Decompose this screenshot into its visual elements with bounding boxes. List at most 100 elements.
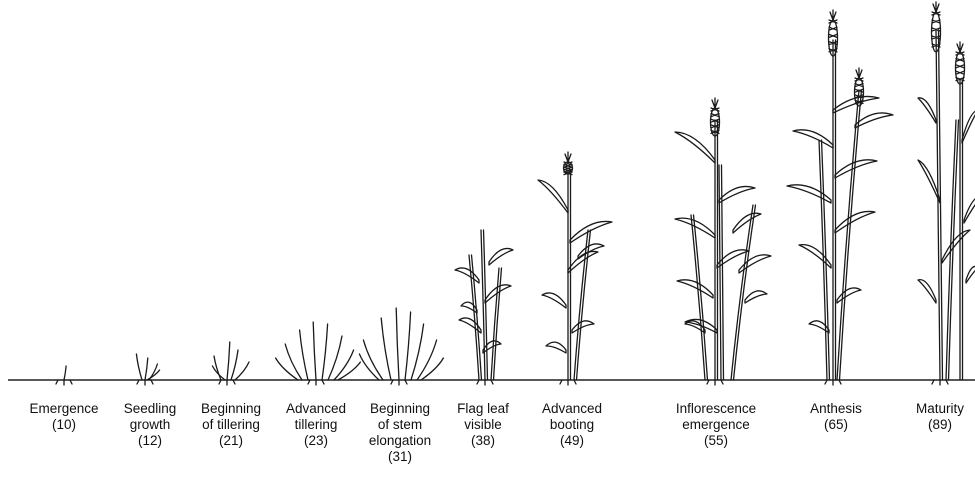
stem	[694, 215, 708, 380]
leaf	[733, 213, 761, 233]
leaf	[396, 308, 399, 380]
wheat-head	[956, 71, 964, 74]
leaf	[546, 342, 566, 353]
leaf	[835, 211, 875, 233]
stem	[837, 90, 859, 380]
leaf	[964, 196, 975, 223]
stage-label-anthesis: Anthesis (65)	[788, 385, 884, 449]
awns	[933, 2, 939, 12]
stage-code: (65)	[788, 417, 884, 433]
wheat-head	[711, 114, 719, 117]
leaf	[285, 344, 302, 380]
awns	[712, 98, 718, 108]
stage-name: Inflorescence emergence	[676, 401, 756, 432]
stage-label-maturity: Maturity (89)	[892, 385, 975, 449]
leaf	[64, 366, 66, 380]
leaf	[359, 354, 379, 380]
awns	[830, 10, 836, 20]
wheat-head	[932, 20, 940, 23]
leaf	[381, 318, 391, 380]
plant	[212, 342, 249, 385]
stage-code: (89)	[892, 417, 975, 433]
awns	[565, 152, 571, 162]
plant	[918, 2, 975, 385]
leaf	[411, 324, 424, 380]
leaf	[300, 330, 308, 380]
plant	[455, 230, 513, 385]
leaf	[136, 354, 142, 380]
leaf	[572, 321, 594, 333]
wheat-head	[956, 58, 964, 61]
leaf	[855, 113, 893, 128]
plant	[675, 98, 771, 385]
stage-label-beginning-of-tillering: Beginning of tillering (21)	[183, 385, 279, 465]
stem	[691, 215, 705, 380]
leaf	[231, 350, 238, 380]
stage-label-beginning-of-stem-elongation: Beginning of stem elongation (31)	[352, 385, 448, 481]
leaf	[685, 321, 705, 333]
leaf	[542, 293, 566, 308]
stage-name: Flag leaf visible	[457, 401, 509, 432]
stage-name: Beginning of tillering	[201, 401, 261, 432]
leaf	[227, 342, 230, 380]
leaf	[145, 358, 148, 380]
stage-name: Seedling growth	[124, 401, 177, 432]
leaf	[793, 130, 833, 148]
growth-stage-diagram: Emergence (10) Seedling growth (12) Begi…	[0, 0, 975, 454]
stage-code: (31)	[352, 449, 448, 465]
leaf	[568, 251, 598, 273]
stage-name: Anthesis	[810, 401, 862, 416]
wheat-head	[956, 65, 964, 68]
stage-name: Beginning of stem elongation	[369, 401, 431, 448]
plant	[359, 308, 443, 385]
stage-label-flag-leaf-visible: Flag leaf visible (38)	[435, 385, 531, 465]
stem	[719, 165, 721, 380]
leaf	[966, 266, 975, 283]
leaf	[719, 186, 755, 203]
leaf	[835, 160, 877, 178]
leaf	[405, 312, 411, 380]
stage-label-advanced-booting: Advanced booting (49)	[524, 385, 620, 465]
leaf	[483, 341, 501, 353]
leaf	[918, 160, 940, 203]
wheat-head	[855, 84, 863, 87]
stage-label-inflorescence-emergence: Inflorescence emergence (55)	[668, 385, 764, 465]
stage-name: Maturity	[916, 401, 964, 416]
leaf	[942, 230, 970, 263]
leaf	[322, 324, 328, 380]
stage-code: (55)	[668, 433, 764, 449]
awns	[856, 68, 862, 78]
stage-label-advanced-tillering: Advanced tillering (23)	[268, 385, 364, 465]
stem	[840, 90, 862, 380]
stage-code: (49)	[524, 433, 620, 449]
plant	[787, 10, 893, 385]
plant	[56, 366, 72, 385]
stage-name: Advanced tillering	[286, 401, 346, 432]
leaf	[461, 302, 477, 313]
leaf	[677, 280, 713, 298]
plant	[276, 322, 361, 385]
leaf	[739, 255, 771, 273]
wheat-head	[829, 27, 837, 30]
leaf	[745, 291, 767, 303]
stage-code: (23)	[268, 433, 364, 449]
awns	[957, 42, 963, 52]
stage-name: Emergence	[29, 401, 98, 416]
leaf	[235, 362, 249, 380]
leaf	[570, 221, 612, 243]
stage-code: (38)	[435, 433, 531, 449]
leaf	[313, 322, 316, 380]
wheat-head	[829, 34, 837, 37]
leaf	[578, 244, 604, 259]
stage-name: Advanced booting	[542, 401, 602, 432]
stage-code: (10)	[16, 417, 112, 433]
leaf	[918, 280, 936, 303]
leaf	[962, 110, 975, 143]
leaf	[837, 288, 861, 303]
stage-code: (21)	[183, 433, 279, 449]
leaf	[918, 98, 936, 123]
plant	[538, 152, 612, 385]
stage-label-emergence: Emergence (10)	[16, 385, 112, 449]
leaf	[147, 370, 160, 380]
leaf	[538, 180, 568, 213]
